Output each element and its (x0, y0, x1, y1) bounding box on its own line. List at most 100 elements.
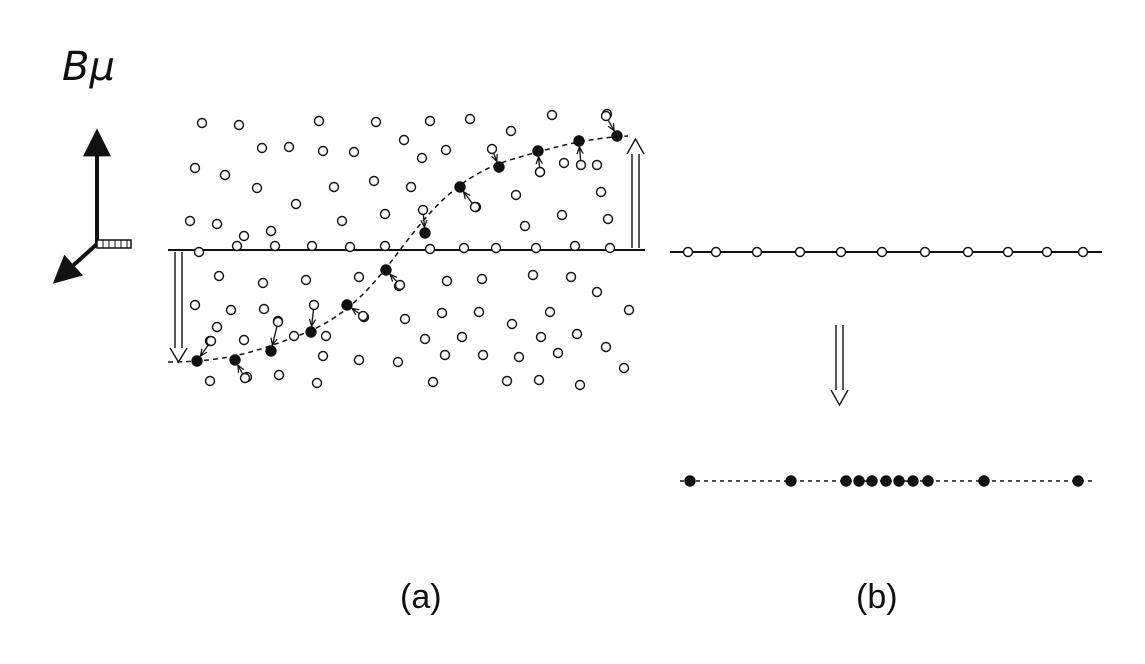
open-particle (211, 321, 223, 333)
filled-particle (840, 475, 852, 487)
open-particle (424, 115, 436, 127)
open-particle (344, 241, 356, 253)
open-particle (205, 335, 217, 347)
open-particle (204, 375, 216, 387)
open-particle (962, 246, 974, 258)
open-particle (211, 218, 223, 230)
open-particle (265, 225, 277, 237)
open-particle (473, 306, 485, 318)
down-double-arrow-b-icon (830, 325, 849, 407)
open-particles-a (184, 108, 635, 391)
displacement-arrow (312, 309, 314, 326)
open-particle (618, 362, 630, 374)
open-particle (256, 142, 268, 154)
open-particle (565, 271, 577, 283)
open-particle (258, 303, 270, 315)
open-particle (490, 242, 502, 254)
open-particle (1002, 246, 1014, 258)
filled-particle (380, 264, 392, 276)
open-particle (379, 240, 391, 252)
panel-a (167, 108, 645, 391)
open-particle (225, 304, 237, 316)
open-particle (510, 189, 522, 201)
open-particle (357, 310, 369, 322)
open-particle (336, 215, 348, 227)
filled-particle (866, 475, 878, 487)
open-particle (370, 116, 382, 128)
open-particle (300, 274, 312, 286)
open-particle (600, 110, 612, 122)
open-particle (794, 246, 806, 258)
open-particle (919, 246, 931, 258)
open-particle (368, 175, 380, 187)
open-particle (348, 146, 360, 158)
open-particle (427, 376, 439, 388)
open-particle (189, 299, 201, 311)
open-particles-b (682, 246, 1089, 258)
filled-particle (229, 354, 241, 366)
open-particle (600, 341, 612, 353)
open-particle (272, 316, 284, 328)
up-double-arrow-icon (626, 137, 645, 248)
open-particle (458, 242, 470, 254)
open-particle (506, 318, 518, 330)
displacement-arrow (494, 153, 497, 162)
open-particle (317, 350, 329, 362)
filled-particle (532, 145, 544, 157)
displacement-arrow (608, 120, 614, 130)
open-particle (591, 286, 603, 298)
open-particle (219, 169, 231, 181)
displacement-arrow (579, 147, 580, 161)
open-particle (575, 159, 587, 171)
open-particle (513, 351, 525, 363)
filled-particle (907, 475, 919, 487)
open-particle (591, 159, 603, 171)
displacement-arrow (423, 214, 424, 227)
open-particle (501, 375, 513, 387)
open-particle (379, 208, 391, 220)
panel-b (670, 246, 1102, 487)
open-particle (196, 117, 208, 129)
open-particle (476, 273, 488, 285)
filled-particle (922, 475, 934, 487)
open-particle (353, 354, 365, 366)
open-particle (424, 243, 436, 255)
open-particle (328, 181, 340, 193)
open-particle (519, 220, 531, 232)
open-particle (595, 186, 607, 198)
open-particle (436, 307, 448, 319)
open-particle (623, 304, 635, 316)
open-particle (257, 277, 269, 289)
open-particle (283, 141, 295, 153)
open-particle (546, 109, 558, 121)
filled-particle (265, 345, 277, 357)
open-particle (398, 134, 410, 146)
filled-particle (1072, 475, 1084, 487)
coordinate-axes-icon (52, 128, 132, 284)
filled-particle (419, 227, 431, 239)
displacement-arrow (390, 274, 396, 281)
open-particle (535, 331, 547, 343)
open-particle (320, 330, 332, 342)
open-particle (604, 242, 616, 254)
open-particle (876, 246, 888, 258)
filled-particles-b (684, 475, 1084, 487)
open-particle (288, 330, 300, 342)
filled-particle (611, 130, 623, 142)
open-particle (456, 331, 468, 343)
open-particle (505, 125, 517, 137)
open-particle (392, 356, 404, 368)
open-particle (544, 306, 556, 318)
open-particle (269, 240, 281, 252)
displacement-arrow (272, 326, 276, 345)
open-particle (417, 204, 429, 216)
open-particle (534, 166, 546, 178)
open-particle (238, 230, 250, 242)
filled-particle (893, 475, 905, 487)
open-particle (290, 198, 302, 210)
filled-particle (191, 355, 203, 367)
open-particle (571, 328, 583, 340)
open-particle (751, 246, 763, 258)
